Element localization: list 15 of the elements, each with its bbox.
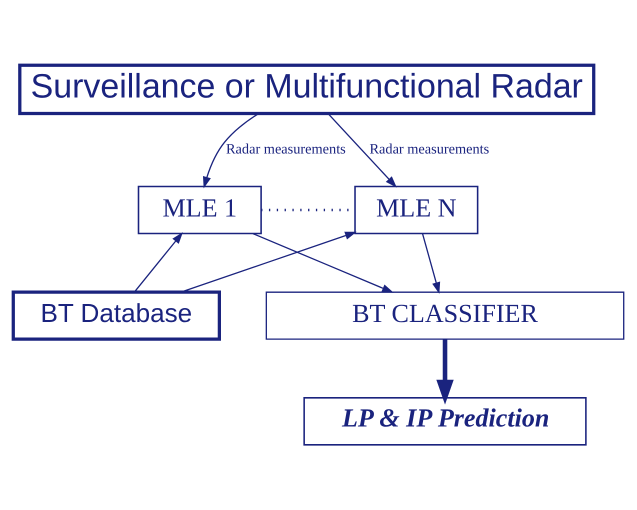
arrow (181, 232, 357, 293)
node-box: BT CLASSIFIER (266, 292, 624, 340)
arrow (134, 232, 183, 292)
edge-label: Radar measurements (226, 142, 346, 158)
node-box: LP & IP Prediction (303, 397, 587, 446)
arrow (422, 233, 440, 294)
edge-label: Radar measurements (369, 142, 490, 158)
arrow (328, 114, 397, 188)
arrow (252, 233, 394, 293)
node-box: BT Database (12, 290, 221, 341)
node-box: MLE N (354, 186, 478, 234)
node-box: MLE 1 (138, 186, 262, 234)
arrow (202, 112, 260, 188)
arrow (436, 339, 454, 405)
node-box: Surveillance or Multifunctional Radar (18, 64, 596, 116)
